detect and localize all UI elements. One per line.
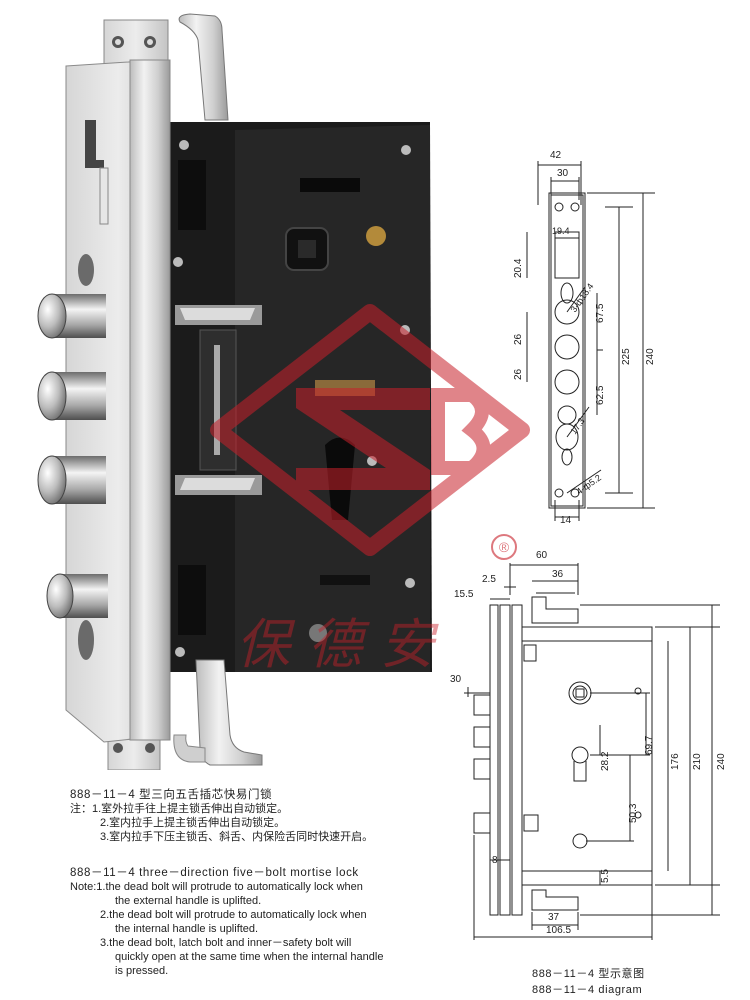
notes-en-line3b: quickly open at the same time when the i… [115,951,384,963]
brand-logo-watermark [210,304,530,556]
side-dim-30: 30 [450,674,462,685]
side-dim-28-2: 28.2 [600,751,611,771]
dim-225: 225 [621,348,632,365]
side-dim-106-5: 106.5 [546,925,571,936]
dim-62-5: 62.5 [595,385,606,405]
bolt-3 [37,455,106,505]
front-view-diagram: 42 30 19.4 20.4 3-ф18.4 67.5 26 26 225 2… [513,150,656,526]
notes-cn-title: 888－11－4 型三向五舌插芯快易门锁 [70,789,273,801]
bolt-4 [46,573,108,619]
notes-en-line2b: the internal handle is uplifted. [115,923,259,935]
dim-67-5: 67.5 [595,303,606,323]
side-dim-36: 36 [552,569,564,580]
dim-240: 240 [645,348,656,365]
dim-20-4: 20.4 [513,258,524,278]
notes-en-line1b: the external handle is uplifted. [115,895,262,907]
notes-en-line3a: 3.the dead bolt, latch bolt and inner－sa… [100,937,352,949]
brand-name-watermark: 保德安 [236,613,452,676]
notes-cn: 888－11－4 型三向五舌插芯快易门锁 注：1.室外拉手往上提主锁舌伸出自动锁… [70,788,373,844]
bolt-1 [37,293,106,339]
dim-26-a: 26 [513,333,524,345]
diagram-caption-en: 888－11－4 diagram [532,984,643,996]
side-dim-8: 8 [492,855,498,866]
diagram-caption-cn: 888－11－4 型示意图 [532,968,645,980]
dim-14: 14 [560,515,572,526]
side-dim-37: 37 [548,912,560,923]
side-dim-15-5: 15.5 [454,589,474,600]
notes-en-title: 888－11－4 three－direction five－bolt morti… [70,867,359,879]
top-bracket [103,13,229,121]
side-dim-210: 210 [692,753,703,770]
notes-cn-line1: 注：1.室外拉手往上提主锁舌伸出自动锁定。 [70,803,289,815]
side-dim-60: 60 [536,550,548,561]
dim-30: 30 [557,168,569,179]
dim-42: 42 [550,150,562,161]
side-dim-240: 240 [716,753,727,770]
dim-19-4: 19.4 [552,226,570,236]
side-dim-2-5: 2.5 [482,574,496,585]
notes-en: 888－11－4 three－direction five－bolt morti… [70,866,383,978]
notes-en-line1a: Note:1.the dead bolt will protrude to au… [70,881,363,893]
side-dim-5-5: 5.5 [600,869,611,883]
side-dim-50-3: 50.3 [628,803,639,823]
notes-cn-line3: 3.室内拉手下压主锁舌、斜舌、内保险舌同时快速开启。 [100,831,374,843]
notes-en-line3c: is pressed. [115,965,169,977]
dim-4-phi-5-2: 4-ф5.2 [574,472,603,496]
registered-mark: ® [491,534,517,560]
faceplate [65,59,171,743]
side-view-diagram: 60 2.5 36 15.5 30 69.7 176 210 240 28.2 … [450,550,727,940]
notes-cn-line2: 2.室内拉手上提主锁舌伸出自动锁定。 [100,817,286,829]
side-dim-176: 176 [670,753,681,770]
dim-17-3: 17.3 [568,416,586,436]
bolt-2 [37,371,106,421]
notes-en-line2a: 2.the dead bolt will protrude to automat… [100,909,367,921]
dim-26-b: 26 [513,368,524,380]
side-dim-69-7: 69.7 [644,735,655,755]
